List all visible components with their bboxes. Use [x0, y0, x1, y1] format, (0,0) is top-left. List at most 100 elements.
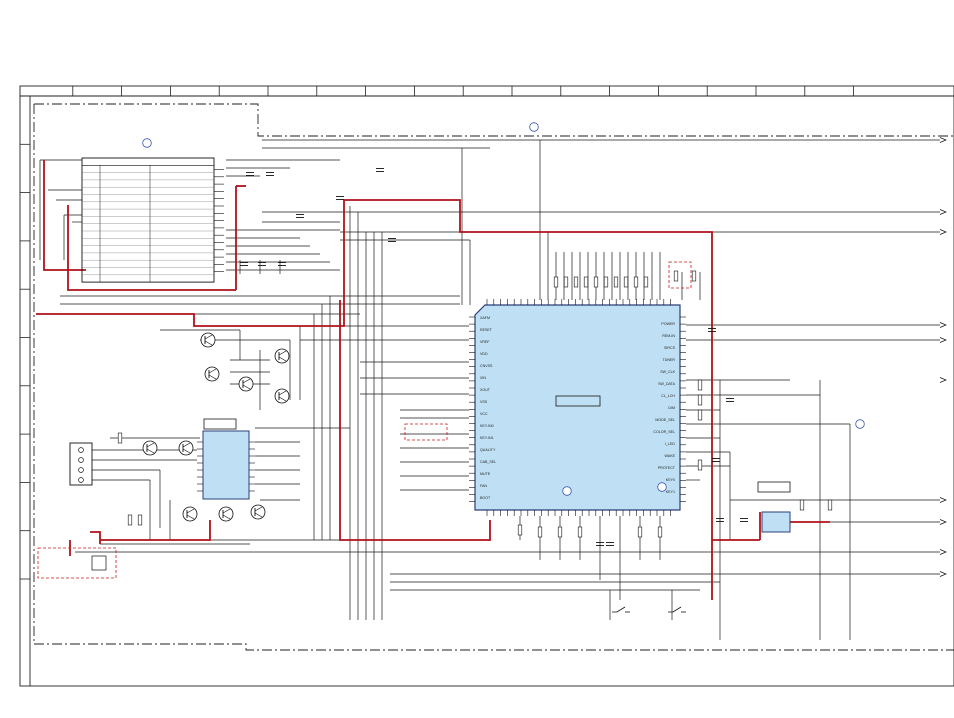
resistor-symbol: [573, 276, 579, 288]
resistor-symbol: [697, 409, 703, 421]
ic501-pin-name: XAFM: [480, 316, 490, 320]
resistor-symbol: [593, 276, 599, 288]
transistor-emitter: [208, 374, 217, 380]
resistor-symbol: [637, 526, 643, 538]
resistor-symbol: [633, 276, 639, 288]
resistor-symbol: [603, 276, 609, 288]
transistor-emitter: [278, 356, 287, 362]
transistor-emitter: [278, 396, 287, 402]
components-layer: XAFMRESETVREFVDDCNVSSXINXOUTVSSVCCKEY-IN…: [37, 157, 833, 613]
transistor-emitter: [204, 340, 213, 346]
ic501-pin-name: WAKE: [665, 454, 676, 458]
cn621-connector: [69, 442, 93, 486]
connector-pin: [78, 447, 84, 453]
resistor-symbol: [537, 526, 543, 538]
transistor-collector: [254, 506, 263, 512]
reference-badge: [855, 419, 865, 429]
ic501-pin-name: KEY1: [666, 490, 675, 494]
reference-badge: [142, 138, 152, 148]
transistor-emitter: [182, 448, 191, 454]
highlight-wire: [100, 520, 211, 541]
transistor-symbol: [178, 440, 194, 456]
ic501-pin-name: SW_CLK: [660, 370, 675, 374]
ic501-pin-name: PROTECT: [658, 466, 676, 470]
transistor-collector: [278, 350, 287, 356]
bus-arrow: [939, 497, 947, 503]
resistor-symbol: [643, 276, 649, 288]
wires-layer: [39, 137, 947, 640]
transistor-emitter: [146, 448, 155, 454]
bus-arrow: [939, 209, 947, 215]
connector-pin: [78, 477, 84, 483]
ic501-pin-name: TUNER: [663, 358, 676, 362]
transistor-emitter: [222, 514, 231, 520]
highlight-wire: [36, 199, 713, 327]
transistor-symbol: [218, 506, 234, 522]
transistor-symbol: [204, 366, 220, 382]
highlight-wire: [67, 205, 236, 291]
resistor-symbol: [697, 459, 703, 471]
reference-badge: [529, 122, 539, 132]
ic501-pin-name: MUTE: [480, 472, 491, 476]
bus-arrow: [939, 519, 947, 525]
transistor-collector: [278, 390, 287, 396]
transistor-collector: [186, 508, 195, 514]
switch-symbol: [668, 606, 682, 613]
ic501-pin-name: XOUT: [480, 388, 491, 392]
ic501-pin-name: MODE_SEL: [655, 418, 675, 422]
ic501-pin-name: CL_LCH: [661, 394, 675, 398]
ic501-pin-name: KEY-IN0: [480, 424, 494, 428]
transistor-symbol: [238, 376, 254, 392]
remote-connector: [91, 555, 107, 571]
ic501-pin-name: I_LED: [665, 442, 675, 446]
bus-arrow: [939, 571, 947, 577]
resistor-symbol: [697, 394, 703, 406]
ic601-ref-box: [203, 418, 237, 430]
ic501-pin-name: VREF: [480, 340, 490, 344]
reference-badge: [562, 486, 572, 496]
transistor-collector: [182, 442, 191, 448]
resistor-symbol: [563, 276, 569, 288]
resistor-symbol: [583, 276, 589, 288]
transistor-collector: [242, 378, 251, 384]
highlight-wire: [43, 160, 86, 271]
bus-arrow: [939, 337, 947, 343]
transistor-emitter: [242, 384, 251, 390]
resistor-symbol: [117, 432, 123, 444]
resistor-symbol: [691, 270, 697, 282]
bus-arrow: [939, 137, 947, 143]
board-outline-top: [34, 103, 954, 137]
transistor-collector: [208, 368, 217, 374]
bus-arrow: [939, 322, 947, 328]
ic501-pin-name: FAN: [480, 484, 487, 488]
ic501-pin-name: SW_DATA: [658, 382, 675, 386]
connector-pin: [78, 467, 84, 473]
ic501-pin-name: POWER: [661, 322, 675, 326]
resistor-symbol: [557, 526, 563, 538]
resistor-symbol: [697, 379, 703, 391]
grid-frame: [19, 85, 954, 687]
resistor-symbol: [657, 526, 663, 538]
transistor-symbol: [200, 332, 216, 348]
bus-arrow: [939, 549, 947, 555]
ic501-pin-name: CAB_SEL: [480, 460, 496, 464]
ic501-pin-name: VCC: [480, 412, 488, 416]
transistor-symbol: [274, 348, 290, 364]
switch-symbol: [612, 606, 626, 613]
transistor-collector: [146, 442, 155, 448]
ic501-body: [474, 304, 681, 511]
ic501-pin-name: XIN: [480, 376, 486, 380]
resistor-symbol: [623, 276, 629, 288]
bus-arrow: [939, 377, 947, 383]
ic501-pin-name: KEY0: [666, 478, 675, 482]
resistor-symbol: [127, 514, 133, 526]
resistor-symbol: [673, 270, 679, 282]
transistor-emitter: [186, 514, 195, 520]
ic501-pin-name: CNVSS: [480, 364, 493, 368]
ic501-pin-name: COLOR_SEL: [653, 430, 675, 434]
cn601-table: [81, 157, 215, 283]
highlight-wire: [339, 300, 491, 541]
resistor-symbol: [577, 526, 583, 538]
highlight-wire: [90, 531, 101, 544]
